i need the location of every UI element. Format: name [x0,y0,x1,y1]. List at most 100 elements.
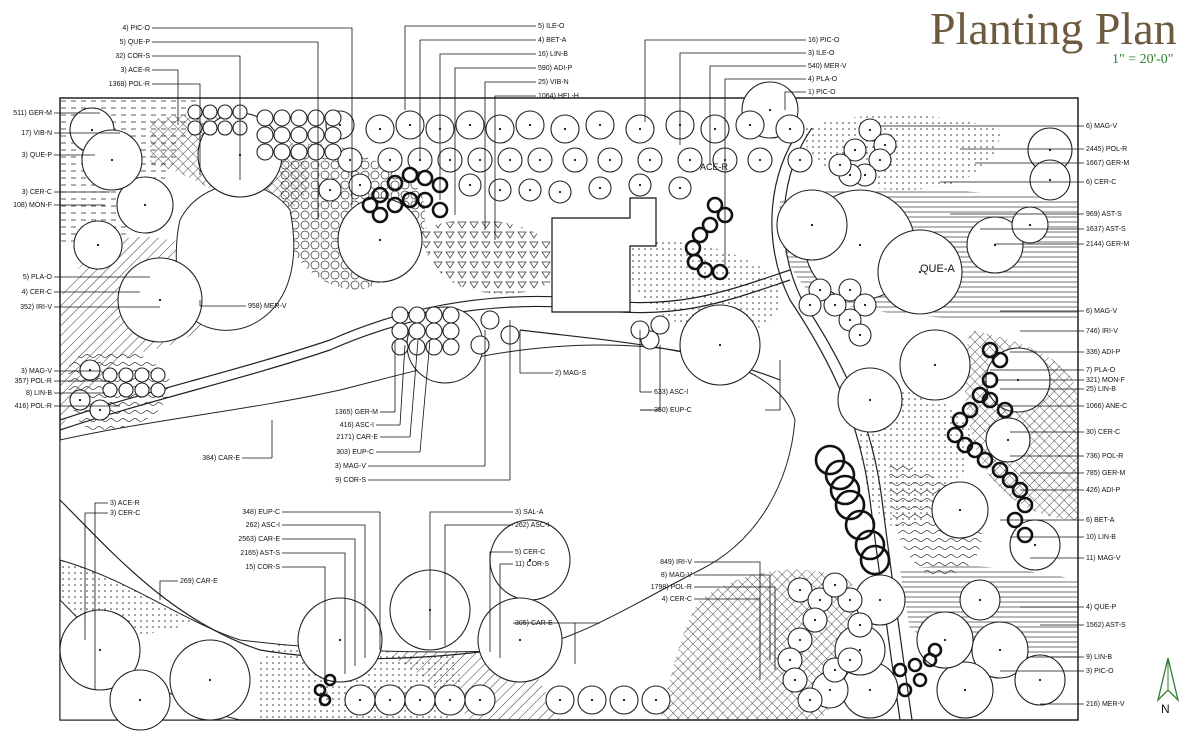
leader-line [494,95,536,240]
plant-center-dot [528,188,532,192]
plant-center-dot [1028,223,1032,227]
plant-symbol [150,367,166,383]
plant-symbols [59,81,1073,731]
plant-center-dot [718,343,722,347]
plant-symbol [480,310,500,330]
leader-line [484,81,536,230]
plant-center-dot [1048,148,1052,152]
center-label-que-a: QUE-A [920,263,956,275]
plant-center-dot [758,158,762,162]
plant-center-dot [143,203,147,207]
leader-line [282,538,356,666]
plant-callout: 511) GER-M [13,110,52,117]
plant-symbol [118,367,134,383]
plant-callout: 4) CER-C [22,289,52,296]
plant-symbol [711,263,729,281]
plant-symbol [371,186,389,204]
plant-symbol [946,426,964,444]
plant-symbol [134,367,150,383]
plant-callout: 736) POL-R [1086,453,1123,460]
leader-line [784,91,806,110]
plant-center-dot [498,188,502,192]
plant-symbol [361,196,379,214]
plant-center-dot [798,638,802,642]
plant-symbol [290,126,308,144]
plant-center-dot [793,678,797,682]
plant-center-dot [358,183,362,187]
plant-symbol [217,120,233,136]
plant-center-dot [528,558,532,562]
plant-symbol [912,672,928,688]
plant-center-dot [993,243,997,247]
plant-callout: 1368) POL-R [109,81,150,88]
plant-center-dot [878,598,882,602]
lawn-central [59,344,796,653]
plant-symbol [897,682,913,698]
plant-callout: 8) MAG-V [661,572,692,579]
plant-callout: 2445) POL-R [1086,146,1127,153]
plant-symbol [966,441,984,459]
plant-center-dot [858,623,862,627]
plant-center-dot [1006,438,1010,442]
leader-line [439,53,536,200]
plant-callout: 590) ADI-P [538,65,573,72]
plant-symbol [834,489,866,521]
plant-callout: 3) ILE-O [808,50,835,57]
plant-callout: 17) VIB-N [21,130,52,137]
plant-center-dot [868,688,872,692]
plant-callout: 785) GER-M [1086,470,1125,477]
plant-center-dot [810,223,814,227]
plant-center-dot [848,288,852,292]
plant-callout: 746) IRI-V [1086,328,1118,335]
plant-symbol [814,444,846,476]
plant-callout: 1798) POL-R [651,584,692,591]
leader-line [724,78,806,265]
plant-callout: 633) ASC-I [654,389,688,396]
plant-center-dot [978,598,982,602]
plant-center-dot [748,123,752,127]
plant-symbol [425,306,443,324]
plant-callout: 305) CAR-E [515,620,553,627]
plant-symbol [470,335,490,355]
plant-center-dot [328,188,332,192]
plant-symbol [706,196,724,214]
plant-center-dot [848,658,852,662]
plant-center-dot [863,173,867,177]
leader-line [84,512,108,640]
plant-center-dot [1048,178,1052,182]
plant-center-dot [848,173,852,177]
plant-symbol [290,143,308,161]
leader-line [694,586,776,670]
plant-callout: 2144) GER-M [1086,241,1129,248]
leader-line [419,39,536,160]
plant-center-dot [448,698,452,702]
plant-callout: 4) PLA-O [808,76,838,83]
leader-line [152,27,353,205]
leader-line [765,360,781,411]
plant-callout: 3) SAL-A [515,509,544,516]
plant-center-dot [868,128,872,132]
plant-symbol [386,174,404,192]
plant-symbol [996,401,1014,419]
plant-center-dot [388,158,392,162]
bed-dots-center [620,241,782,333]
plant-center-dot [868,398,872,402]
plant-center-dot [878,158,882,162]
plant-symbol [416,169,434,187]
plant-center-dot [638,183,642,187]
plant-center-dot [813,618,817,622]
leader-line [152,55,241,180]
plant-center-dot [98,648,102,652]
plant-callout: 849) IRI-V [660,559,692,566]
plant-callout: 6) MAG-V [1086,308,1117,315]
plant-symbol [324,109,342,127]
plant-center-dot [858,648,862,652]
plant-callout: 1) PIC-O [808,89,836,96]
plant-center-dot [98,408,102,412]
plant-symbol [202,104,218,120]
plant-symbol [256,126,274,144]
plant-center-dot [478,698,482,702]
plan-title: Planting Plan [930,3,1177,54]
plant-symbol [318,693,332,707]
plant-symbol [187,120,203,136]
